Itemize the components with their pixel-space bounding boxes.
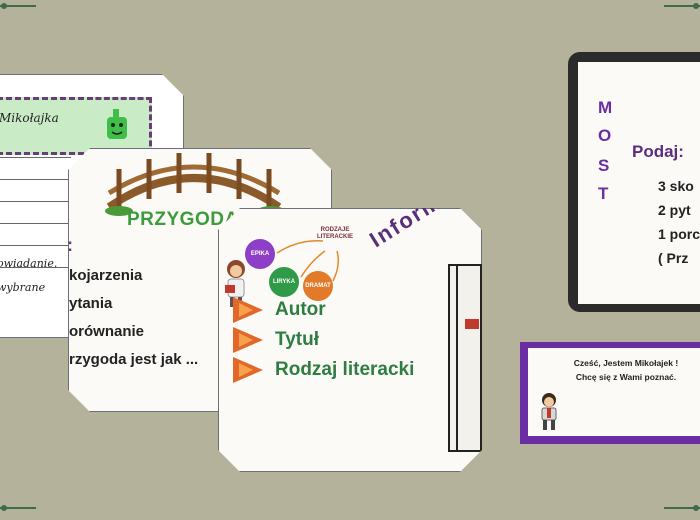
name-label: Mikołajka [0,111,59,125]
diagram-root-label: RODZAJE LITERACKIE [317,227,353,240]
triangle-bullet-icon [231,295,265,325]
tablet-line: 1 porc [658,226,700,242]
worksheet-line-2: wybrane [0,281,46,294]
przygoda-item: kojarzenia [69,267,143,284]
corner-ornament-top-right-icon [664,3,700,9]
triangle-bullet-icon [231,325,265,355]
worksheet-row [0,267,71,290]
worksheet-row [0,245,71,268]
vertical-letter: S [598,156,610,175]
name-box [0,97,93,155]
informacje-title: Informa [365,180,459,253]
greeting-line-1: Cześć, Jestem Mikołajek ! [573,358,679,368]
diagram-node-liryka: LIRYKA [269,267,299,297]
vertical-letter: M [598,98,613,117]
greeting-line-2: Chcę się z Wami poznać. [575,372,677,382]
tablet-line: ( Prz [658,250,689,266]
worksheet-row [0,157,71,180]
worksheet-row [0,179,71,202]
diagram-node-dramat: DRAMAT [303,271,333,301]
tablet-line: 2 pyt [658,202,691,218]
tablet-screen: M O S T Podaj: 3 sko 2 pyt 1 porc ( Prz [578,62,700,304]
przygoda-item: orównanie [69,323,145,340]
tablet-card[interactable]: M O S T Podaj: 3 sko 2 pyt 1 porc ( Prz [568,52,700,312]
info-item-autor: Autor [275,299,326,320]
vertical-letter: O [598,126,612,145]
triangle-bullet-icon [231,355,265,385]
przygoda-colon: : [67,235,73,255]
przygoda-title: PRZYGODA [127,209,239,230]
info-item-rodzaj: Rodzaj literacki [275,359,415,380]
green-mascot-icon [99,107,133,143]
tablet-line: 3 sko [658,178,694,194]
informacje-card[interactable]: Informa RODZAJE LITERACKIE EPIKA LIRYKA … [218,208,482,472]
info-item-tytul: Tytuł [275,329,319,350]
vertical-letter: T [598,184,609,203]
corner-ornament-bottom-left-icon [0,505,36,511]
worksheet-row [0,201,71,224]
corner-ornament-bottom-right-icon [664,505,700,511]
przygoda-item: ytania [69,295,113,312]
diagram-node-epika: EPIKA [245,239,275,269]
tablet-heading: Podaj: [632,142,684,161]
greeting-inner: Cześć, Jestem Mikołajek ! Chcę się z Wam… [528,348,700,436]
boy-character-icon [541,393,557,430]
greeting-card[interactable]: Cześć, Jestem Mikołajek ! Chcę się z Wam… [520,342,700,444]
worksheet-line-1: owiadanie. [0,257,58,270]
wooden-bridge-icon [99,149,289,217]
diagram-arrows-icon [249,225,359,295]
book-icon [445,259,485,455]
corner-ornament-top-left-icon [0,3,36,9]
przygoda-item: rzygoda jest jak ... [69,351,199,368]
worksheet-row [0,223,71,246]
